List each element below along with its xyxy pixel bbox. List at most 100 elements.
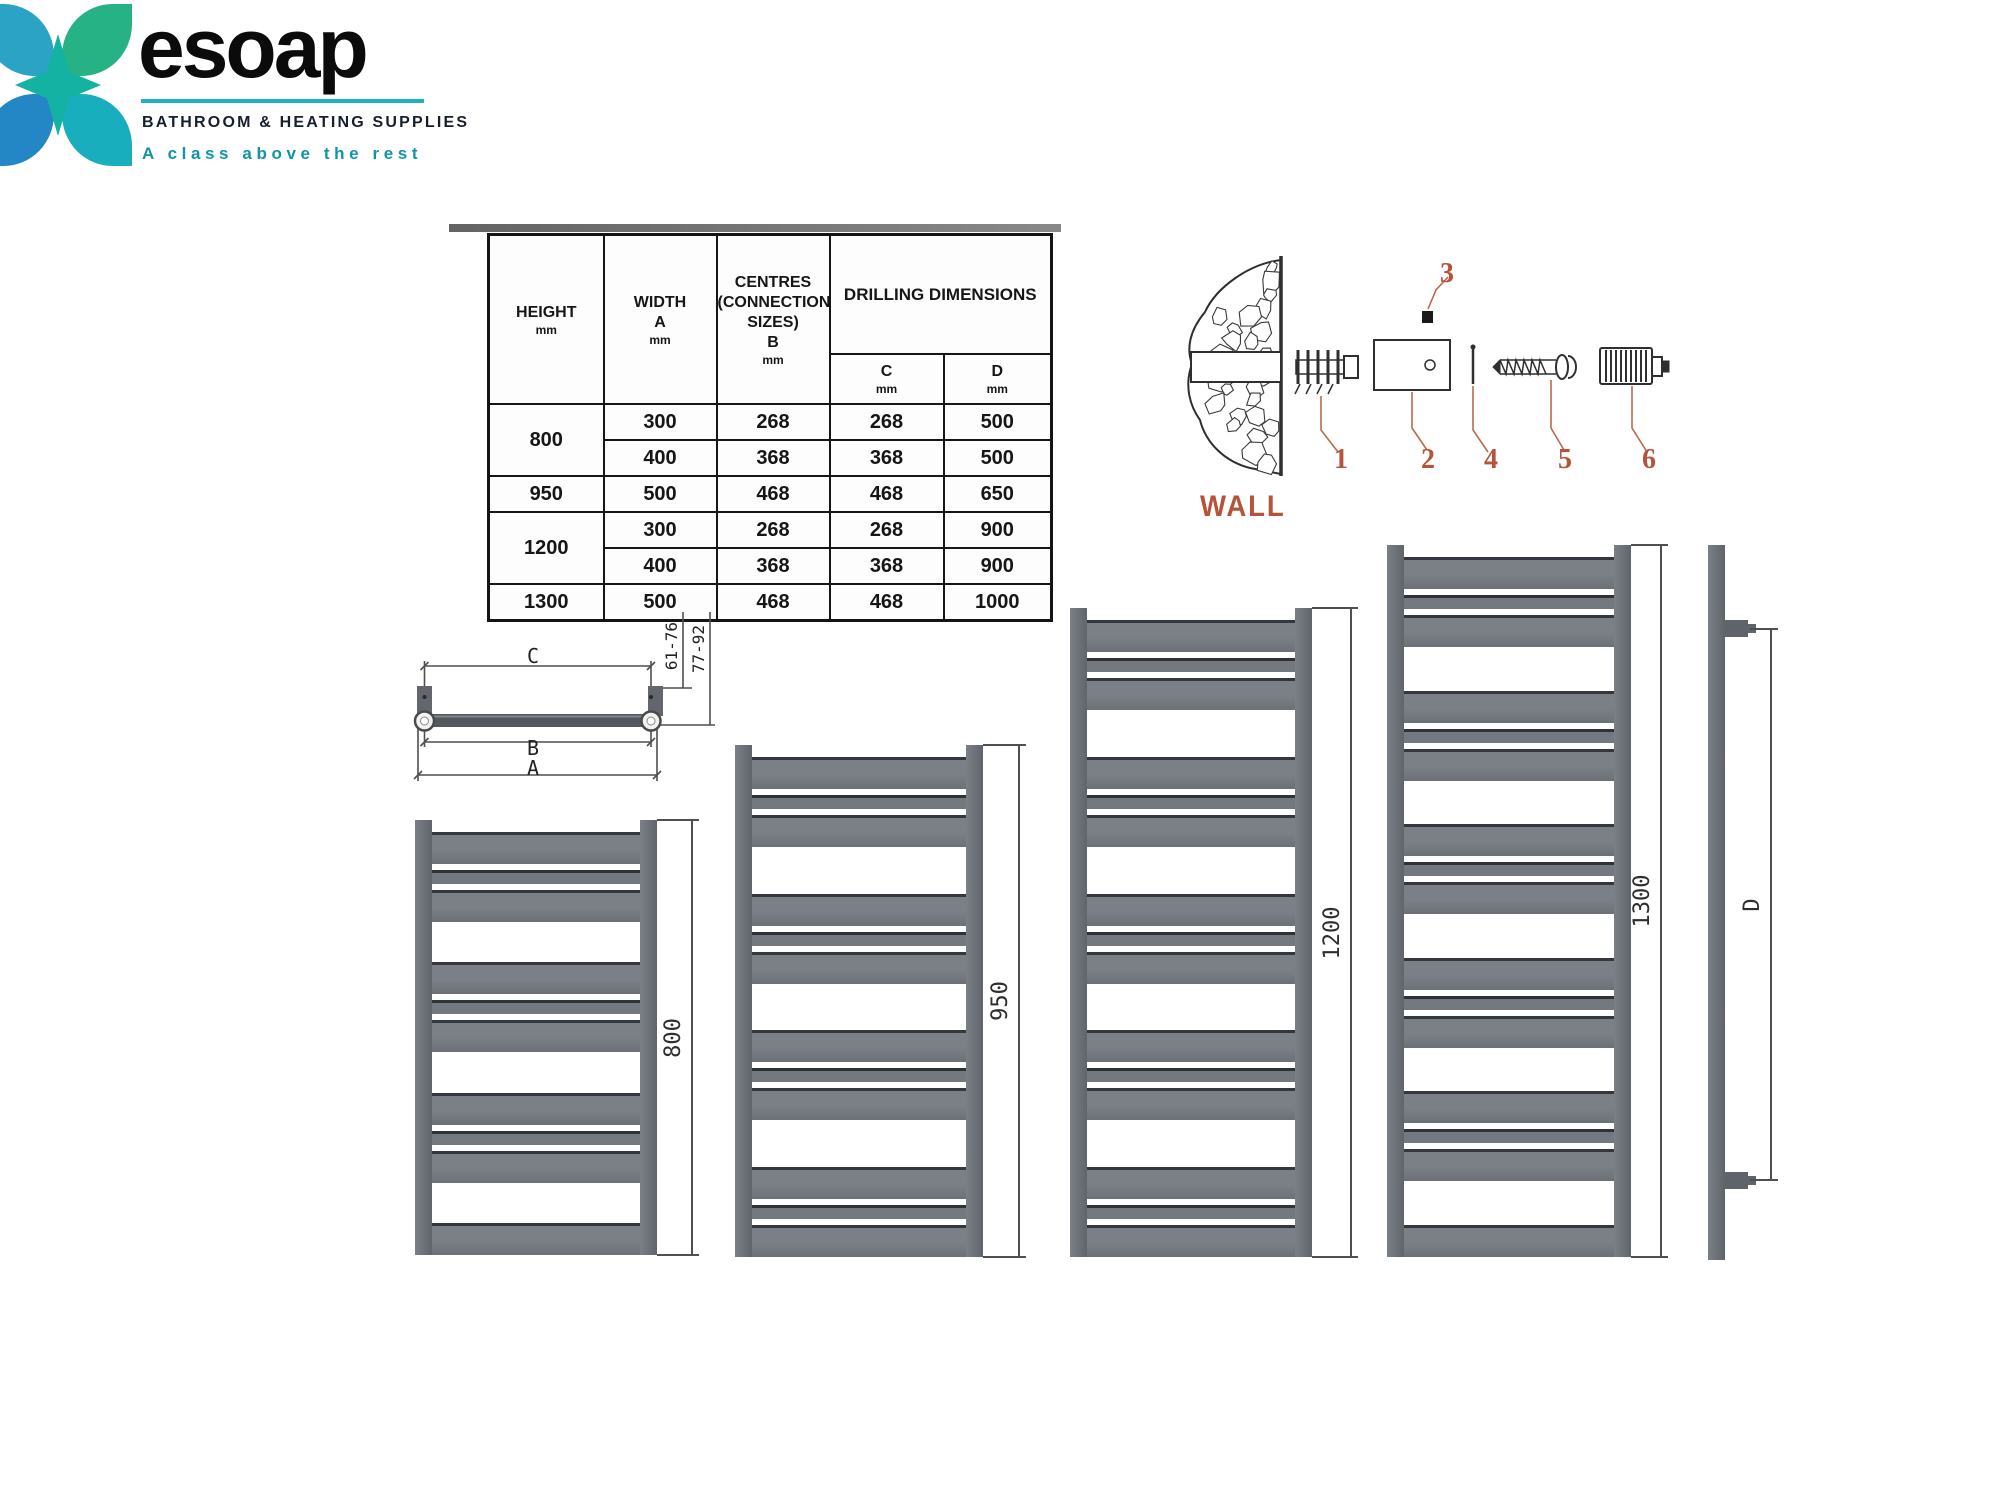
radiator-rung	[432, 832, 640, 864]
radiator-rung	[1087, 931, 1295, 946]
radiator-rung	[1087, 1225, 1295, 1257]
radiator-gap	[1404, 780, 1614, 825]
dimension-extension	[1312, 607, 1358, 609]
radiator-side-view	[1708, 545, 1725, 1260]
spec-table: HEIGHT mm WIDTH A mm CENTRES (CONNECTION…	[487, 233, 1054, 622]
radiator-rung	[1404, 615, 1614, 647]
radiator-rung	[752, 1167, 966, 1200]
dim-label-a: A	[526, 756, 540, 780]
radiator-drawing-1200	[1070, 608, 1312, 1257]
radiator-gap	[432, 922, 640, 963]
radiator-rung	[432, 1222, 640, 1255]
logo-leaf-icon	[0, 94, 54, 166]
wall-plug-icon	[1294, 350, 1359, 395]
spec-cell-width_a: 500	[602, 475, 718, 513]
col-header-c: C mm	[828, 353, 945, 405]
radiator-rung	[432, 890, 640, 922]
radiator-rail	[640, 820, 657, 1255]
dimension-line-depth	[1770, 629, 1772, 1180]
radiator-gap	[1087, 945, 1295, 952]
radiator-gap	[1087, 808, 1295, 815]
radiator-drawing-950	[735, 745, 983, 1258]
part-number-4: 4	[1484, 444, 1498, 475]
radiator-gap	[1087, 1062, 1295, 1069]
radiator-rung	[1087, 620, 1295, 652]
radiator-rail	[966, 745, 983, 1257]
dimension-label-1300: 1300	[1630, 874, 1655, 928]
radiator-rail	[1614, 545, 1631, 1257]
pin-icon	[1470, 344, 1476, 384]
col-header-d: D mm	[942, 353, 1053, 405]
top-view-diagram	[413, 612, 715, 781]
radiator-gap	[432, 864, 640, 870]
radiator-rail	[735, 745, 752, 1257]
dimension-extension	[657, 1254, 699, 1256]
radiator-rung	[432, 1000, 640, 1015]
wall-pebble	[1211, 306, 1228, 326]
radiator-rung	[432, 1020, 640, 1053]
col-header-drilling: DRILLING DIMENSIONS	[828, 233, 1053, 355]
radiator-rung	[1404, 557, 1614, 589]
radiator-gap	[1087, 846, 1295, 894]
radiator-gap	[1404, 989, 1614, 996]
dimension-label-depth: D	[1740, 897, 1765, 912]
radiator-gap	[752, 809, 966, 815]
radiator-gap	[432, 1052, 640, 1093]
radiator-rung	[1404, 1091, 1614, 1124]
radiator-rung	[432, 870, 640, 884]
radiator-rung	[1087, 658, 1295, 672]
dimension-extension	[1631, 1256, 1668, 1258]
radiator-rung	[752, 757, 966, 789]
radiator-rung	[432, 1150, 640, 1183]
spec-cell-width_a: 400	[602, 439, 718, 477]
radiator-gap	[752, 945, 966, 952]
radiator-rung	[1087, 951, 1295, 984]
radiator-rung	[1404, 995, 1614, 1010]
spec-cell-c: 268	[828, 511, 945, 549]
radiator-rail	[415, 820, 432, 1255]
radiator-gap	[1087, 1219, 1295, 1225]
radiator-gap	[432, 1182, 640, 1223]
dimension-line-950	[1018, 745, 1020, 1257]
bracket-plate-icon	[1373, 339, 1451, 391]
radiator-gap	[1087, 672, 1295, 678]
radiator-gap	[752, 847, 966, 894]
part-leader-lines	[1320, 276, 1648, 453]
radiator-rung	[1087, 1167, 1295, 1199]
radiator-rung	[752, 931, 966, 946]
dimension-extension	[1750, 628, 1778, 630]
radiator-rung	[1404, 957, 1614, 990]
spec-cell-c: 368	[828, 547, 945, 585]
wall-pebble	[1261, 418, 1280, 438]
wall-pebble	[1238, 304, 1263, 327]
radiator-gap	[1087, 788, 1295, 795]
spec-cell-c: 368	[828, 439, 945, 477]
part-number-2: 2	[1421, 444, 1435, 475]
radiator-gap	[752, 1082, 966, 1089]
radiator-gap	[1404, 647, 1614, 691]
logo-leaf-icon	[62, 94, 132, 166]
radiator-gap	[1404, 914, 1614, 958]
radiator-gap	[432, 994, 640, 1001]
radiator-gap	[752, 1062, 966, 1069]
spec-cell-centres_b: 368	[715, 547, 831, 585]
radiator-gap	[1087, 710, 1295, 757]
radiator-rung	[752, 1205, 966, 1220]
wall-pebble	[1204, 392, 1226, 415]
radiator-gap	[1087, 983, 1295, 1031]
radiator-gap	[1404, 589, 1614, 595]
radiator-rail	[1387, 545, 1404, 1257]
dim-label-offset-bottom: 77-92	[689, 624, 708, 674]
radiator-rail	[1070, 608, 1087, 1257]
spec-cell-height: 1200	[487, 511, 605, 585]
radiator-rungs	[432, 832, 640, 1255]
radiator-rung	[752, 795, 966, 809]
part-number-1: 1	[1334, 444, 1348, 475]
radiator-rung	[1404, 1129, 1614, 1144]
dimension-extension	[1631, 544, 1668, 546]
spec-cell-centres_b: 468	[715, 583, 831, 622]
